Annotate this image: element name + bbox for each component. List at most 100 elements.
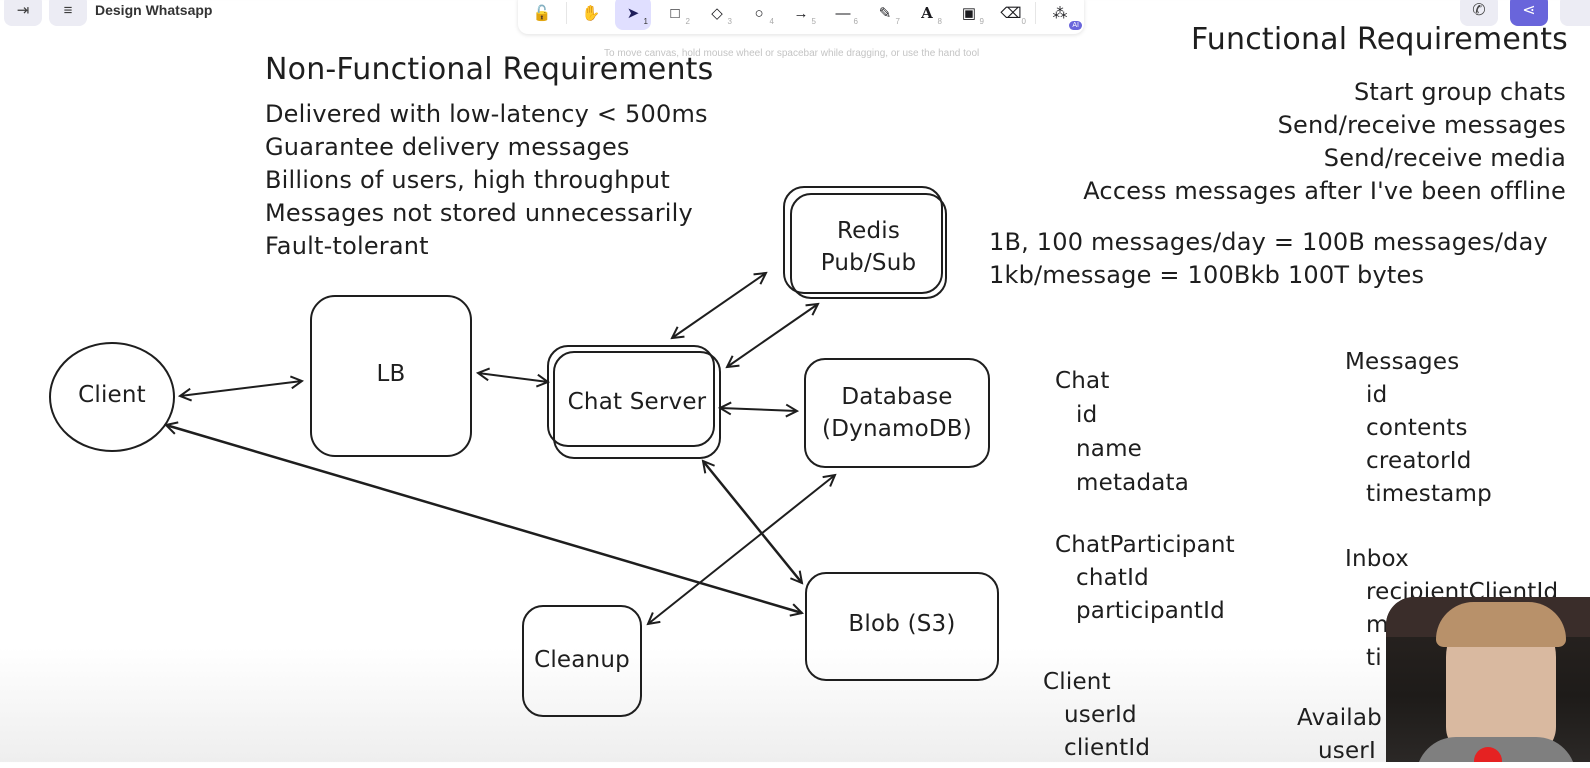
redis-label-line: Pub/Sub — [820, 250, 917, 276]
functional-list: Start group chats Send/receive messages … — [1083, 76, 1566, 208]
non-functional-item: Messages not stored unnecessarily — [265, 199, 693, 227]
hamburger-menu-icon: ≡ — [63, 1, 73, 19]
text-icon: A — [921, 4, 933, 22]
schema-entity-name: ChatParticipant — [1055, 532, 1235, 558]
blob-node-shape[interactable] — [805, 572, 999, 681]
line-icon: — — [835, 4, 851, 22]
edge-chat-server-redis-2[interactable] — [727, 304, 818, 367]
non-functional-heading: Non-Functional Requirements — [265, 52, 714, 87]
pencil-icon: ✎ — [878, 5, 892, 22]
client-node-label: Client — [78, 382, 146, 408]
redis-node-shape[interactable] — [790, 193, 947, 299]
database-label-line: Database — [841, 384, 953, 410]
rectangle-icon: □ — [670, 4, 680, 22]
non-functional-item: Guarantee delivery messages — [265, 133, 630, 161]
schema-field: userId — [1064, 702, 1137, 728]
schema-entity-name: Chat — [1055, 368, 1110, 394]
hand-icon: ✋ — [581, 5, 601, 22]
library-button[interactable] — [1560, 0, 1590, 26]
schema-entity-name: Availab — [1297, 705, 1382, 731]
functional-item: Access messages after I've been offline — [1083, 177, 1566, 205]
tool-eraser[interactable]: ⌫0 — [1000, 5, 1026, 26]
tool-more-shapes[interactable]: ⁂AI — [1042, 0, 1082, 30]
edge-client-blob[interactable] — [166, 425, 802, 613]
schema-entity-name: Client — [1043, 669, 1111, 695]
schema-availability: Availab userI — [1297, 702, 1382, 768]
shapes-library-icon: ⁂ — [1052, 5, 1068, 22]
tool-line[interactable]: —6 — [835, 4, 859, 27]
chat-server-node-label: Chat Server — [567, 389, 707, 415]
canvas-hint: To move canvas, hold mouse wheel or spac… — [604, 48, 980, 59]
tool-pencil[interactable]: ✎7 — [878, 5, 900, 26]
database-node-label: Database (DynamoDB) — [805, 381, 989, 445]
record-indicator — [1474, 747, 1502, 762]
non-functional-item: Billions of users, high throughput — [265, 166, 670, 194]
tool-arrow[interactable]: →5 — [793, 4, 817, 27]
document-title: Design Whatsapp — [95, 2, 213, 18]
schema-client: Client userId clientId — [1043, 666, 1150, 765]
schema-field: userI — [1318, 738, 1376, 764]
functional-heading: Functional Requirements — [1190, 22, 1568, 57]
sidebar-toggle-button[interactable]: ⇥ — [4, 0, 42, 26]
edge-lb-chat-server[interactable] — [478, 373, 548, 382]
schema-field: clientId — [1064, 735, 1151, 761]
blob-node-label: Blob (S3) — [848, 611, 956, 637]
image-icon: ▣ — [961, 5, 977, 22]
tool-lock[interactable]: 🔓 — [524, 0, 560, 30]
schema-field: participantId — [1076, 598, 1225, 624]
tool-selection[interactable]: ➤1 — [615, 0, 651, 30]
database-node-shape[interactable] — [804, 358, 990, 468]
schema-field: chatId — [1076, 565, 1149, 591]
cleanup-node-label: Cleanup — [534, 647, 630, 673]
toolbar-divider — [566, 2, 567, 24]
schema-chat: Chat id name metadata — [1055, 364, 1189, 500]
schema-field: id — [1366, 382, 1388, 408]
schema-chat-participant: ChatParticipant chatId participantId — [1055, 529, 1235, 628]
sidebar-toggle-icon: ⇥ — [16, 2, 30, 19]
redis-node-label: Redis Pub/Sub — [791, 215, 946, 279]
non-functional-item: Fault-tolerant — [265, 232, 429, 260]
schema-messages: Messages id contents creatorId timestamp — [1345, 346, 1492, 511]
schema-field: timestamp — [1366, 481, 1492, 507]
arrow-icon: → — [793, 4, 809, 22]
share-icon: ⋖ — [1522, 2, 1536, 19]
lock-icon: 🔓 — [532, 5, 552, 22]
schema-field: name — [1076, 436, 1143, 462]
presenter-webcam — [1386, 597, 1590, 762]
capacity-estimates: 1B, 100 messages/day = 100B messages/day… — [989, 226, 1548, 292]
toolbar-divider — [1035, 2, 1036, 24]
non-functional-item: Delivered with low-latency < 500ms — [265, 100, 708, 128]
tool-rectangle[interactable]: □2 — [670, 4, 690, 27]
lb-node-label: LB — [376, 361, 406, 387]
edge-client-lb[interactable] — [180, 381, 302, 396]
call-button[interactable]: ✆ — [1460, 0, 1498, 26]
schema-field: creatorId — [1366, 448, 1472, 474]
non-functional-list: Delivered with low-latency < 500ms Guara… — [265, 98, 708, 263]
schema-entity-name: Inbox — [1345, 546, 1409, 572]
redis-label-line: Redis — [836, 218, 901, 244]
schema-field: m — [1366, 612, 1389, 638]
client-node-shape[interactable] — [49, 342, 175, 452]
pointer-icon: ➤ — [626, 5, 640, 22]
edge-chat-server-database[interactable] — [720, 408, 797, 411]
edge-chat-server-redis-1[interactable] — [672, 273, 766, 338]
tool-hand[interactable]: ✋ — [573, 0, 609, 30]
schema-field: metadata — [1076, 470, 1190, 496]
main-menu-button[interactable]: ≡ — [49, 0, 87, 26]
edge-chat-server-blob[interactable] — [703, 461, 802, 583]
redis-node-shadow — [783, 186, 943, 294]
eraser-icon: ⌫ — [1000, 5, 1022, 22]
ellipse-icon: ○ — [754, 4, 764, 22]
tool-ellipse[interactable]: ○4 — [754, 4, 774, 27]
schema-field: contents — [1366, 415, 1468, 441]
edge-cleanup-database[interactable] — [648, 475, 835, 624]
tool-diamond[interactable]: ◇3 — [711, 5, 732, 26]
estimate-line: 1B, 100 messages/day = 100B messages/day — [989, 228, 1548, 256]
functional-item: Start group chats — [1353, 78, 1566, 106]
share-button[interactable]: ⋖ — [1510, 0, 1548, 26]
tool-image[interactable]: ▣9 — [961, 5, 984, 26]
diamond-icon: ◇ — [711, 5, 723, 22]
